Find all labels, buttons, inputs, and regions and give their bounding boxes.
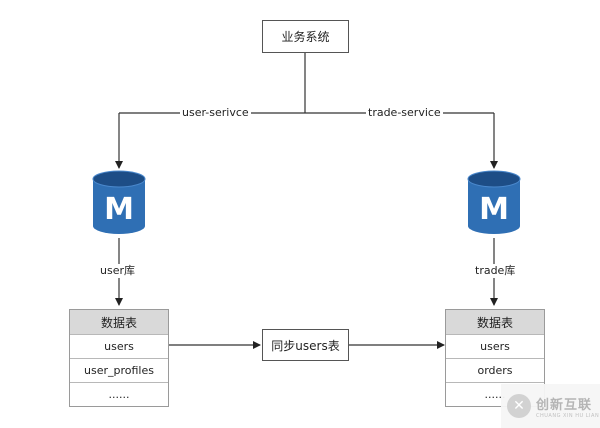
user-tables: 数据表 users user_profiles ...... [69, 309, 169, 407]
table-row-more: ...... [70, 382, 168, 406]
db-icon-glyph-right: M [479, 192, 509, 227]
watermark-text: 创新互联 [536, 397, 593, 413]
sync-users-node: 同步users表 [262, 329, 349, 361]
db-icon-glyph-left: M [104, 192, 134, 227]
database-icon-trade: M [466, 170, 522, 236]
trade-db-label: trade库 [473, 264, 518, 278]
trade-tables: 数据表 users orders ...... [445, 309, 545, 407]
business-system-node: 业务系统 [262, 20, 349, 53]
table-row-users: users [70, 334, 168, 358]
watermark-subtext: CHUANG XIN HU LIAN [536, 412, 600, 419]
business-system-label: 业务系统 [281, 30, 330, 44]
watermark-icon [507, 394, 531, 418]
user-service-label: user-serivce [180, 106, 251, 120]
table-header: 数据表 [70, 310, 168, 334]
sync-users-label: 同步users表 [271, 338, 340, 353]
table-row-more: ...... [446, 382, 544, 406]
table-row-orders: orders [446, 358, 544, 382]
table-row-user-profiles: user_profiles [70, 358, 168, 382]
user-db-label: user库 [98, 264, 137, 278]
table-row-users: users [446, 334, 544, 358]
table-header: 数据表 [446, 310, 544, 334]
database-icon-user: M [91, 170, 147, 236]
watermark-logo: 创新互联 CHUANG XIN HU LIAN [501, 384, 600, 428]
trade-service-label: trade-service [366, 106, 443, 120]
